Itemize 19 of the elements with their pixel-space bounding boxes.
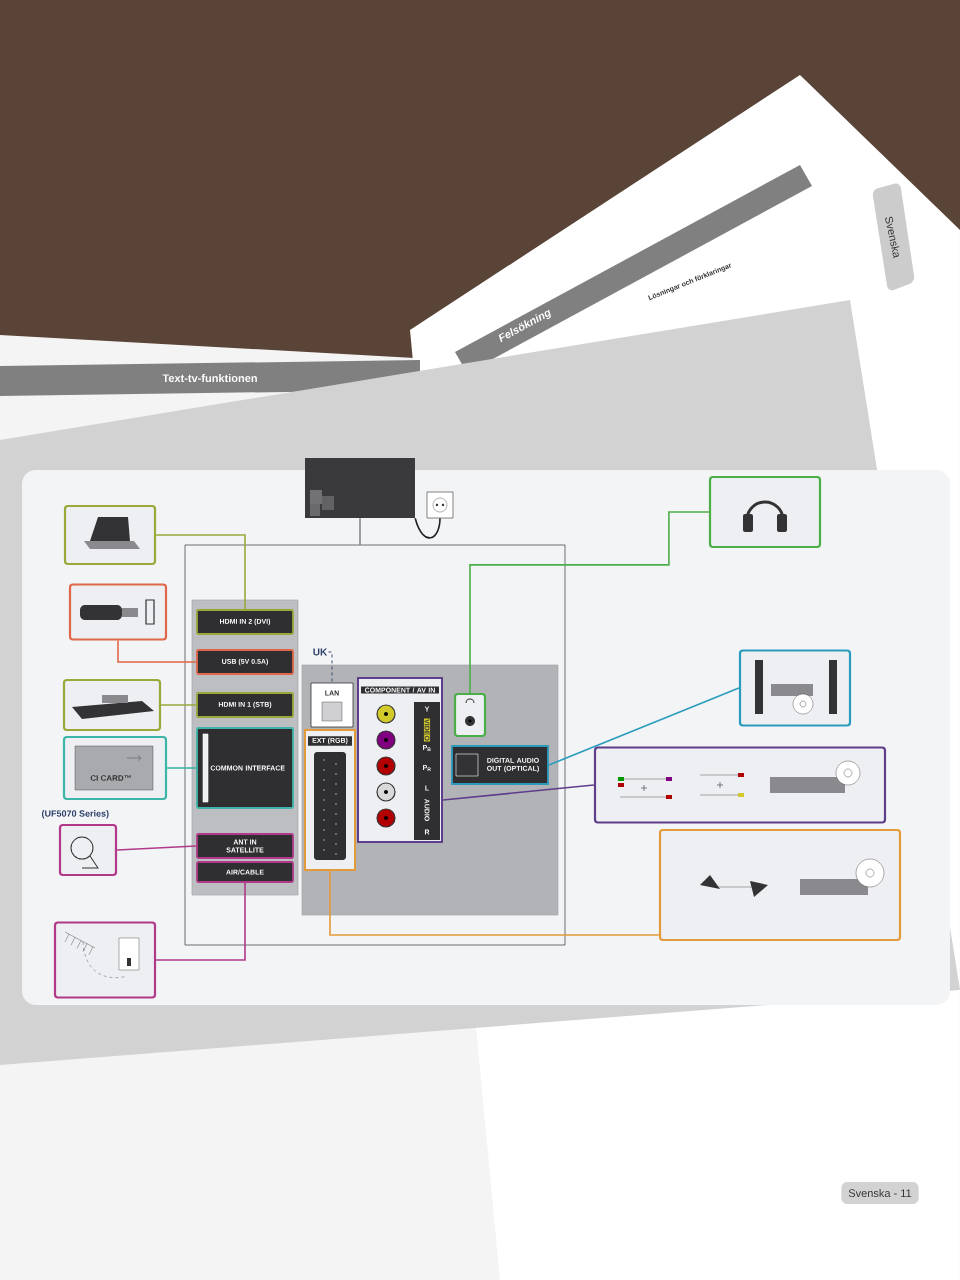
- card-label: CI CARD™: [90, 775, 131, 781]
- cable-line: [548, 687, 740, 766]
- cable-line: [117, 639, 197, 663]
- tab-label: Svenska: [885, 216, 900, 259]
- connector-line: [359, 517, 361, 546]
- cable-line: [155, 534, 246, 610]
- outline-frame: [184, 544, 566, 946]
- cable-line: [160, 704, 197, 706]
- section-heading: Text-tv-funktionen: [162, 373, 257, 383]
- dashed-line: [327, 651, 333, 684]
- region-label: UK: [313, 648, 328, 656]
- series-note: (UF5070 Series): [42, 810, 109, 819]
- cable-line: [414, 517, 441, 539]
- cable-line: [155, 882, 246, 961]
- cable-line: [442, 784, 595, 801]
- cable-line: [116, 845, 197, 851]
- cable-line: [166, 767, 197, 769]
- cable-line: [469, 511, 710, 694]
- cable-line: [329, 870, 660, 936]
